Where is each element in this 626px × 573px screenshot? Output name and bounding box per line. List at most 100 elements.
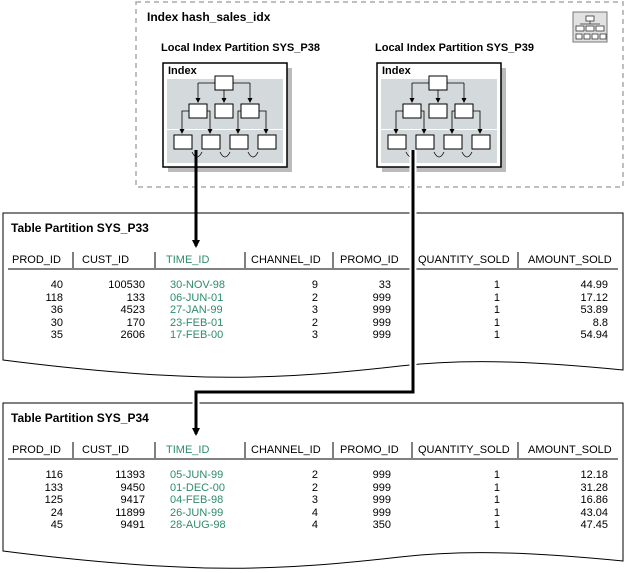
table1-cell-cust-id: 170 bbox=[126, 316, 145, 329]
table1-cell-promo-id: 999 bbox=[372, 329, 391, 341]
table2-header-time-id: TIME_ID bbox=[166, 444, 210, 456]
table2-cell-quantity-sold: 1 bbox=[493, 481, 500, 494]
table1-cell-channel-id: 2 bbox=[311, 316, 318, 329]
table1-cell-quantity-sold: 1 bbox=[493, 304, 500, 316]
table2-cell-time-id: 05-JUN-99 bbox=[170, 469, 224, 481]
table1-cell-amount-sold: 8.8 bbox=[592, 316, 608, 329]
table1-cell-prod-id: 36 bbox=[50, 304, 63, 316]
table2-header-separators bbox=[72, 442, 519, 458]
table2-cell-time-id: 01-DEC-00 bbox=[170, 481, 226, 494]
table1-cell-amount-sold: 54.94 bbox=[580, 329, 608, 341]
table2-cell-channel-id: 3 bbox=[311, 494, 318, 506]
table2-cell-prod-id: 24 bbox=[50, 506, 63, 519]
index-tree-icon bbox=[572, 11, 608, 43]
table2-cell-channel-id: 4 bbox=[311, 519, 318, 531]
index-box-label-1: Index bbox=[168, 65, 197, 77]
table1-cell-time-id: 27-JAN-99 bbox=[170, 304, 223, 316]
table1-cell-promo-id: 33 bbox=[378, 279, 391, 291]
table2-header-amount-sold: AMOUNT_SOLD bbox=[528, 444, 612, 456]
table2-cell-channel-id: 4 bbox=[311, 506, 318, 519]
table2-title: Table Partition SYS_P34 bbox=[11, 411, 149, 425]
table2-cell-cust-id: 11899 bbox=[115, 506, 145, 519]
table1-header-prod-id: PROD_ID bbox=[12, 254, 61, 266]
table2-header-promo-id: PROMO_ID bbox=[340, 444, 399, 456]
table1-cell-cust-id: 4523 bbox=[120, 304, 145, 316]
table2-cell-promo-id: 999 bbox=[372, 506, 391, 519]
table2-header-quantity-sold: QUANTITY_SOLD bbox=[418, 444, 510, 456]
table1-cell-promo-id: 999 bbox=[372, 291, 391, 304]
table2-cell-quantity-sold: 1 bbox=[493, 469, 500, 481]
table2-header-cust-id: CUST_ID bbox=[82, 444, 130, 456]
table2-header-prod-id: PROD_ID bbox=[12, 444, 61, 456]
table2-cell-cust-id: 9417 bbox=[120, 494, 145, 506]
table1-cell-channel-id: 2 bbox=[311, 291, 318, 304]
table2-cell-amount-sold: 31.28 bbox=[580, 481, 608, 494]
table2-cell-prod-id: 125 bbox=[44, 494, 63, 506]
table2-cell-channel-id: 2 bbox=[311, 481, 318, 494]
table1-cell-cust-id: 100530 bbox=[108, 279, 145, 291]
table1-cell-channel-id: 9 bbox=[311, 279, 318, 291]
table2-cell-time-id: 28-AUG-98 bbox=[170, 519, 226, 531]
table2-cell-cust-id: 9450 bbox=[120, 481, 145, 494]
table2-cell-prod-id: 116 bbox=[45, 469, 63, 481]
table1-cell-time-id: 23-FEB-01 bbox=[170, 316, 224, 329]
table1-cell-quantity-sold: 1 bbox=[493, 316, 500, 329]
table1-cell-amount-sold: 17.12 bbox=[580, 291, 608, 304]
index-box-label-2: Index bbox=[382, 65, 411, 77]
table2-cell-cust-id: 9491 bbox=[120, 519, 145, 531]
table1-cell-time-id: 17-FEB-00 bbox=[170, 329, 224, 341]
table1-cell-channel-id: 3 bbox=[311, 304, 318, 316]
table2-cell-channel-id: 2 bbox=[311, 469, 318, 481]
table1-cell-prod-id: 35 bbox=[50, 329, 63, 341]
table2-cell-time-id: 04-FEB-98 bbox=[170, 494, 224, 506]
table1-cell-quantity-sold: 1 bbox=[493, 279, 500, 291]
table2-cell-time-id: 26-JUN-99 bbox=[170, 506, 224, 519]
table-partition-sys-p34-shape bbox=[2, 402, 624, 569]
table1-cell-channel-id: 3 bbox=[311, 329, 318, 341]
table1-cell-quantity-sold: 1 bbox=[493, 329, 500, 341]
table1-cell-prod-id: 118 bbox=[45, 291, 63, 304]
table2-cell-amount-sold: 47.45 bbox=[580, 519, 608, 531]
index-box-sys-p39 bbox=[376, 62, 506, 172]
index-partition-label-1: Local Index Partition SYS_P38 bbox=[161, 42, 320, 54]
table2-cell-amount-sold: 12.18 bbox=[580, 469, 608, 481]
table1-header-time-id: TIME_ID bbox=[166, 254, 210, 266]
table2-cell-quantity-sold: 1 bbox=[493, 506, 500, 519]
table1-cell-prod-id: 40 bbox=[50, 279, 63, 291]
table2-cell-promo-id: 999 bbox=[372, 469, 391, 481]
table1-cell-time-id: 06-JUN-01 bbox=[170, 291, 224, 304]
table1-header-channel-id: CHANNEL_ID bbox=[251, 254, 321, 266]
table2-cell-cust-id: 11393 bbox=[115, 469, 145, 481]
index-container bbox=[135, 1, 624, 188]
table1-header-amount-sold: AMOUNT_SOLD bbox=[528, 254, 612, 266]
index-partition-label-2: Local Index Partition SYS_P39 bbox=[375, 42, 534, 54]
table-partition-sys-p33-shape bbox=[2, 212, 624, 378]
table1-cell-prod-id: 30 bbox=[50, 316, 63, 329]
table1-header-cust-id: CUST_ID bbox=[82, 254, 130, 266]
table2-cell-prod-id: 133 bbox=[44, 481, 63, 494]
index-box-sys-p38 bbox=[162, 62, 292, 172]
table1-cell-amount-sold: 53.89 bbox=[580, 304, 608, 316]
table2-cell-amount-sold: 43.04 bbox=[580, 506, 608, 519]
table2-header-channel-id: CHANNEL_ID bbox=[251, 444, 321, 456]
table2-cell-amount-sold: 16.86 bbox=[580, 494, 608, 506]
table1-cell-quantity-sold: 1 bbox=[493, 291, 500, 304]
table2-cell-promo-id: 999 bbox=[372, 494, 391, 506]
table1-cell-time-id: 30-NOV-98 bbox=[170, 279, 226, 291]
table1-header-quantity-sold: QUANTITY_SOLD bbox=[418, 254, 510, 266]
table1-cell-promo-id: 999 bbox=[372, 316, 391, 329]
table1-cell-cust-id: 2606 bbox=[120, 329, 145, 341]
table2-cell-quantity-sold: 1 bbox=[493, 494, 500, 506]
table1-header-promo-id: PROMO_ID bbox=[340, 254, 399, 266]
table2-cell-promo-id: 350 bbox=[372, 519, 391, 531]
table1-title: Table Partition SYS_P33 bbox=[11, 221, 149, 235]
table2-cell-prod-id: 45 bbox=[50, 519, 63, 531]
table1-cell-amount-sold: 44.99 bbox=[580, 279, 608, 291]
table2-cell-quantity-sold: 1 bbox=[493, 519, 500, 531]
table1-cell-promo-id: 999 bbox=[372, 304, 391, 316]
table1-cell-cust-id: 133 bbox=[126, 291, 145, 304]
connector-p39-to-p34 bbox=[192, 150, 417, 436]
index-title: Index hash_sales_idx bbox=[147, 10, 271, 24]
